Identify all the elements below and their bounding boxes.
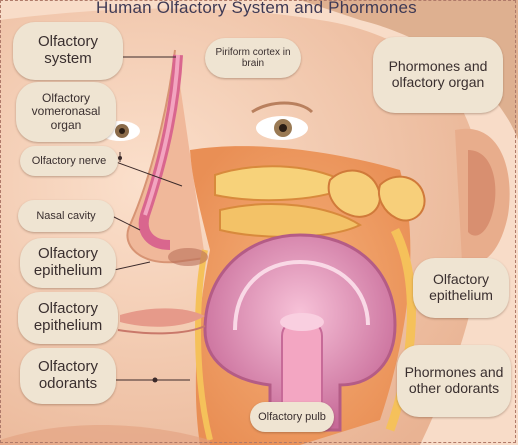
label-olfactory-system: Olfactory system — [13, 22, 123, 80]
label-olfactory-epithelium-left-1: Olfactory epithelium — [20, 238, 116, 288]
label-olfactory-odorants: Olfactory odorants — [20, 348, 116, 404]
label-olfactory-epithelium-right: Olfactory epithelium — [413, 258, 509, 318]
label-phormones-other-odorants: Phormones and other odorants — [397, 345, 511, 417]
label-olfactory-pulb: Olfactory pulb — [250, 402, 334, 432]
label-vomeronasal-organ: Olfactory vomeronasal organ — [16, 82, 116, 142]
label-olfactory-epithelium-left-2: Olfactory epithelium — [18, 292, 118, 344]
label-nasal-cavity: Nasal cavity — [18, 200, 114, 232]
label-piriform-cortex: Piriform cortex in brain — [205, 38, 301, 78]
diagram-title: Human Olfactory System and Phormones — [96, 0, 476, 18]
label-phormones-olfactory-organ: Phormones and olfactory organ — [373, 37, 503, 113]
label-olfactory-nerve: Olfactory nerve — [20, 146, 118, 176]
